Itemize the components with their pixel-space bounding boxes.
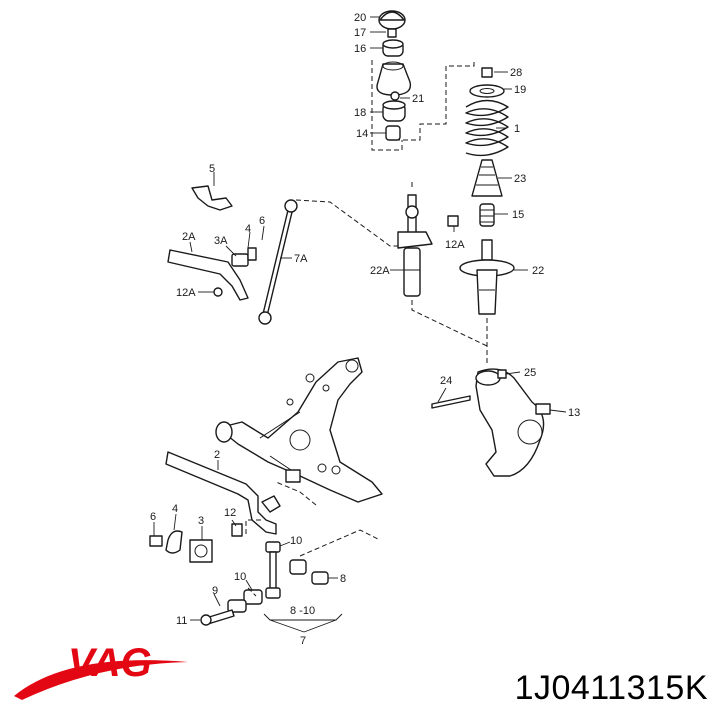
callout-10-lower: 10 — [234, 571, 246, 583]
strut-left — [397, 194, 459, 297]
callout-19: 19 — [514, 84, 526, 96]
callout-16: 16 — [354, 43, 366, 55]
callout-labels: 20 17 16 18 21 14 28 19 1 23 15 5 6 4 2A… — [150, 12, 580, 647]
callout-8-10: 8 -10 — [290, 605, 315, 617]
callout-14: 14 — [356, 128, 368, 140]
steering-knuckle — [431, 368, 551, 477]
callout-22A: 22A — [370, 265, 390, 277]
stabilizer-bar-assembly — [149, 451, 381, 626]
lower-control-arm — [215, 357, 383, 503]
callout-13: 13 — [568, 407, 580, 419]
part-number: 1J0411315K — [514, 669, 708, 707]
logo-swoosh — [14, 660, 188, 700]
callout-1: 1 — [514, 123, 520, 135]
stabilizer-link — [167, 185, 398, 325]
callout-11: 11 — [176, 615, 187, 627]
callout-7A: 7A — [294, 253, 308, 265]
callout-10-upper: 10 — [290, 535, 302, 547]
callout-15: 15 — [512, 209, 524, 221]
vag-logo: VAG — [14, 641, 188, 700]
callout-22: 22 — [532, 265, 544, 277]
callout-18: 18 — [354, 107, 366, 119]
callout-20: 20 — [354, 12, 366, 24]
callout-7: 7 — [300, 635, 306, 647]
callout-9: 9 — [212, 585, 218, 597]
top-mount-stack — [371, 10, 412, 151]
callout-6-top: 6 — [259, 215, 265, 227]
logo-text: VAG — [68, 641, 152, 685]
callout-24: 24 — [440, 375, 452, 387]
callout-12: 12 — [224, 507, 236, 519]
callout-8: 8 — [340, 573, 346, 585]
callout-12A-strut: 12A — [445, 239, 465, 251]
callout-12A-left: 12A — [176, 287, 196, 299]
callout-6-bottom: 6 — [150, 511, 156, 523]
callout-28: 28 — [510, 67, 522, 79]
callout-21: 21 — [412, 93, 424, 105]
callout-17: 17 — [354, 27, 366, 39]
callout-3: 3 — [198, 515, 204, 527]
callout-25: 25 — [524, 367, 536, 379]
callout-2: 2 — [214, 449, 220, 461]
callout-23: 23 — [514, 173, 526, 185]
callout-5: 5 — [209, 163, 215, 175]
callout-2A: 2A — [182, 231, 196, 243]
spring-stack — [396, 62, 509, 227]
callout-4-top: 4 — [245, 223, 251, 235]
callout-3A: 3A — [214, 235, 228, 247]
callout-4-bottom: 4 — [172, 503, 178, 515]
leader-lines — [153, 16, 567, 633]
strut-right — [411, 182, 515, 365]
